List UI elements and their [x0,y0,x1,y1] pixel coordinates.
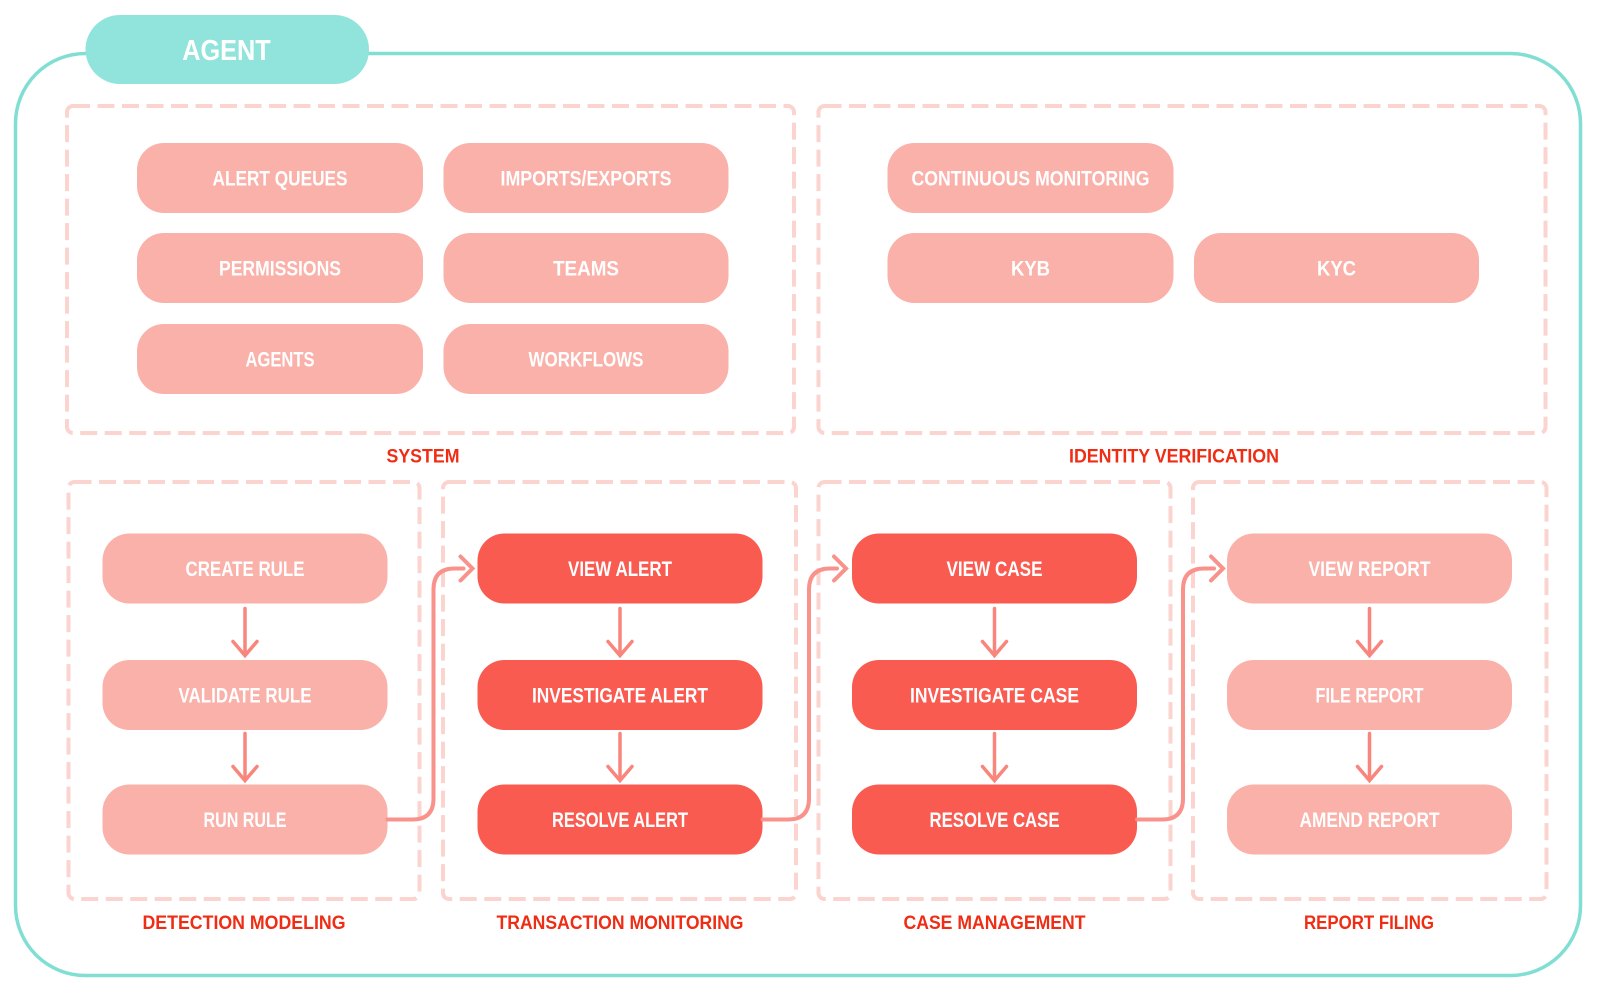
svg-text:KYC: KYC [1317,257,1356,281]
svg-text:RESOLVE ALERT: RESOLVE ALERT [552,808,688,832]
svg-text:TEAMS: TEAMS [553,257,619,281]
svg-text:VIEW REPORT: VIEW REPORT [1309,557,1431,581]
svg-text:WORKFLOWS: WORKFLOWS [529,348,644,372]
svg-text:FILE REPORT: FILE REPORT [1316,684,1424,708]
svg-text:VALIDATE RULE: VALIDATE RULE [179,684,312,708]
svg-text:CASE MANAGEMENT: CASE MANAGEMENT [904,913,1086,934]
svg-text:ALERT QUEUES: ALERT QUEUES [213,167,348,191]
svg-text:IMPORTS/EXPORTS: IMPORTS/EXPORTS [501,167,672,191]
svg-text:INVESTIGATE ALERT: INVESTIGATE ALERT [532,684,708,708]
svg-text:KYB: KYB [1011,257,1050,281]
svg-text:CREATE RULE: CREATE RULE [186,557,305,581]
svg-text:PERMISSIONS: PERMISSIONS [219,257,341,281]
svg-text:TRANSACTION MONITORING: TRANSACTION MONITORING [497,913,744,934]
svg-text:SYSTEM: SYSTEM [387,446,460,467]
svg-text:VIEW CASE: VIEW CASE [947,557,1043,581]
svg-text:DETECTION MODELING: DETECTION MODELING [143,913,346,934]
svg-text:RESOLVE CASE: RESOLVE CASE [930,808,1060,832]
svg-text:CONTINUOUS MONITORING: CONTINUOUS MONITORING [912,167,1150,191]
svg-text:REPORT FILING: REPORT FILING [1304,913,1434,934]
svg-text:AGENTS: AGENTS [246,348,315,372]
svg-text:RUN RULE: RUN RULE [204,808,287,832]
svg-text:VIEW ALERT: VIEW ALERT [568,557,672,581]
svg-text:AMEND REPORT: AMEND REPORT [1300,808,1440,832]
svg-text:AGENT: AGENT [182,35,271,67]
svg-text:IDENTITY VERIFICATION: IDENTITY VERIFICATION [1069,446,1279,467]
svg-text:INVESTIGATE CASE: INVESTIGATE CASE [910,684,1079,708]
